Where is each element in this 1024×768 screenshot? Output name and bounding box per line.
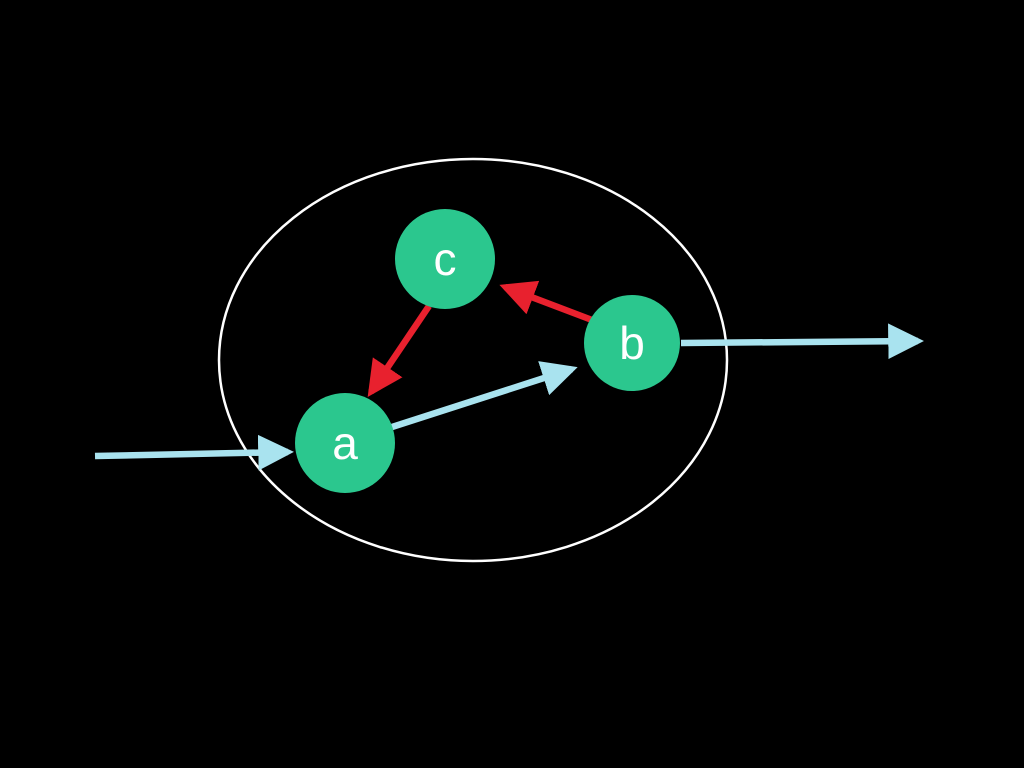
edge-a-to-b bbox=[391, 361, 578, 431]
node-a-label: a bbox=[332, 417, 358, 469]
edge-b-to-output bbox=[680, 323, 924, 360]
system-boundary-ellipse bbox=[217, 157, 729, 563]
node-b: b bbox=[584, 295, 680, 391]
edge-b-to-c bbox=[499, 280, 594, 324]
node-a-circle bbox=[295, 393, 395, 493]
node-c: c bbox=[395, 209, 495, 309]
edge-input-to-a bbox=[94, 434, 294, 471]
node-c-circle bbox=[395, 209, 495, 309]
node-a: a bbox=[295, 393, 395, 493]
node-b-label: b bbox=[619, 317, 645, 369]
node-c-label: c bbox=[434, 233, 457, 285]
edge-c-to-a bbox=[367, 304, 432, 397]
node-b-circle bbox=[584, 295, 680, 391]
